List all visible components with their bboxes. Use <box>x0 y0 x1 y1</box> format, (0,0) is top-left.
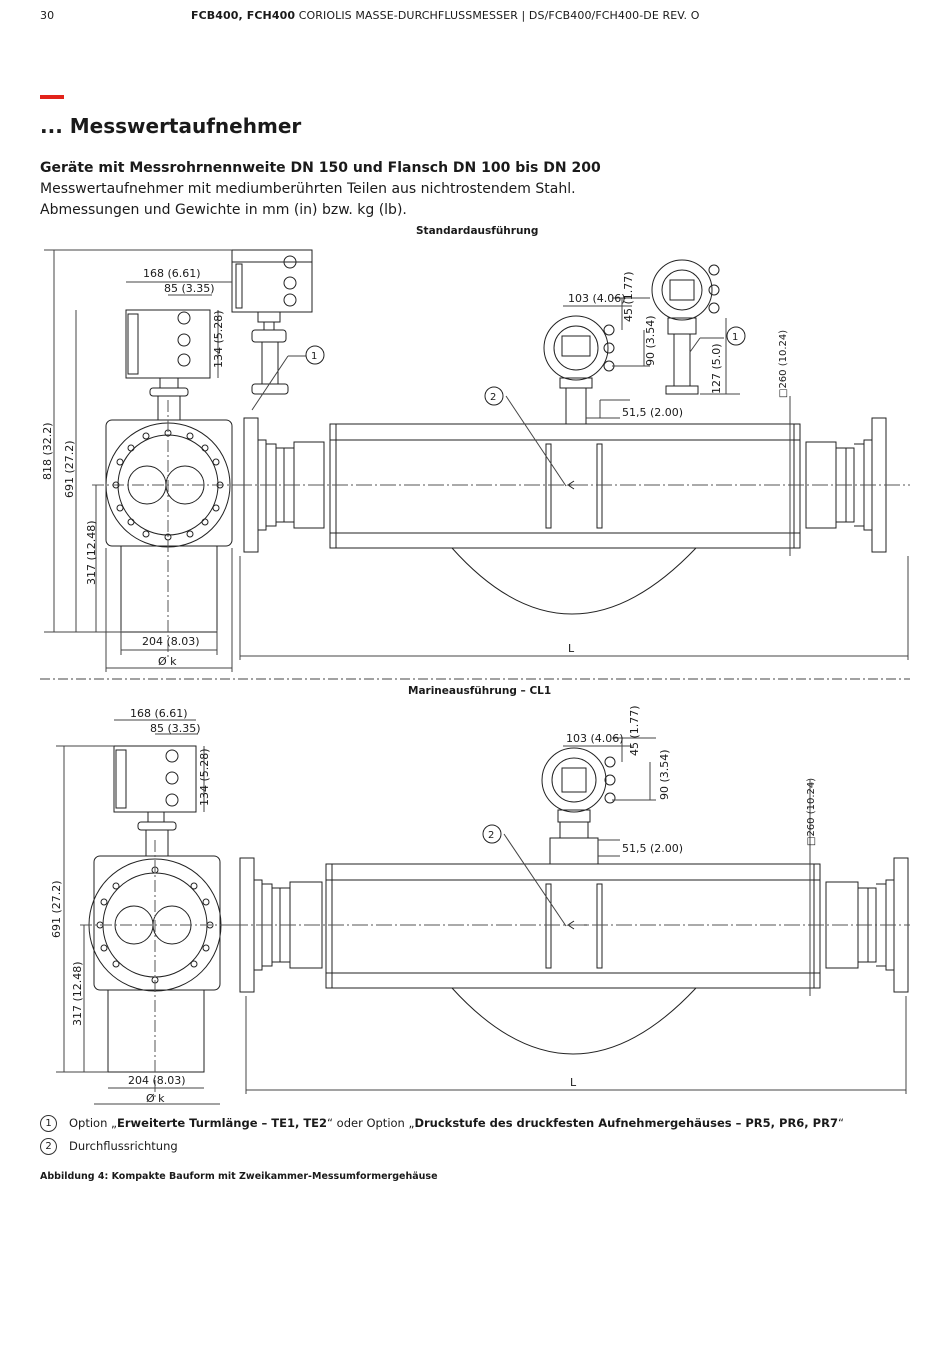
side-compact-housing <box>125 309 211 421</box>
dim-L: L <box>568 642 575 655</box>
callout-1: 1 <box>732 332 738 343</box>
dim-260: □260 (10.24) <box>778 330 789 398</box>
dim-818: 818 (32.2) <box>41 422 54 480</box>
legend-item: 1 Option „Erweiterte Turmlänge – TE1, TE2… <box>40 1115 844 1132</box>
figure-caption: Abbildung 4: Kompakte Bauform mit Zweika… <box>40 1171 438 1182</box>
marine-side-housing <box>113 745 197 857</box>
legend-number: 1 <box>40 1115 57 1132</box>
dim-90: 90 (3.54) <box>658 749 671 800</box>
dim-85: 85 (3.35) <box>150 722 201 735</box>
marine-side-centerlines <box>80 840 232 1100</box>
dim-317: 317 (12.48) <box>71 961 84 1026</box>
dim-260: □260 (10.24) <box>806 778 817 846</box>
page-number: 30 <box>40 9 55 22</box>
callout-circle <box>482 824 502 844</box>
dim-45: 45 (1.77) <box>628 705 641 756</box>
front-compact-housing <box>543 315 615 389</box>
section-text-1: Messwertaufnehmer mit mediumberührten Te… <box>40 181 576 197</box>
dim-691: 691 (27.2) <box>50 880 63 938</box>
drawing-standard: 168 (6.61) 85 (3.35) 134 (5.28) 818 (32.… <box>41 249 910 672</box>
marine-front-dimension-lines <box>245 737 907 1094</box>
side-dimension-lines <box>44 249 306 672</box>
figure-separator <box>40 678 910 680</box>
dim-691: 691 (27.2) <box>63 440 76 498</box>
dim-85: 85 (3.35) <box>164 282 215 295</box>
marine-side-dimension-lines <box>56 719 220 1105</box>
drawing-marine: 168 (6.61) 85 (3.35) 134 (5.28) 691 (27.… <box>50 705 910 1105</box>
legend-text-pre: Option „ <box>69 1116 117 1130</box>
header-rest: CORIOLIS MASSE-DURCHFLUSSMESSER | DS/FCB… <box>295 9 700 22</box>
legend-text-bold-2: Druckstufe des druckfesten Aufnehmergehä… <box>414 1116 838 1130</box>
legend-text-mid: “ oder Option „ <box>327 1116 415 1130</box>
figure-caption-marine: Marineausführung – CL1 <box>408 685 552 697</box>
dim-127: 127 (5.0) <box>710 343 723 394</box>
callout-1: 1 <box>311 351 317 362</box>
section-subtitle: Geräte mit Messrohrnennweite DN 150 und … <box>40 160 601 176</box>
dim-168: 168 (6.61) <box>130 707 188 720</box>
dim-204: 204 (8.03) <box>142 635 200 648</box>
dim-90: 90 (3.54) <box>644 315 657 366</box>
legend-item: 2 Durchflussrichtung <box>40 1138 178 1155</box>
section-text-2: Abmessungen und Gewichte in mm (in) bzw.… <box>40 202 407 218</box>
dim-45: 45 (1.77) <box>622 271 635 322</box>
dim-51: 51,5 (2.00) <box>622 842 683 855</box>
side-flange <box>105 419 233 633</box>
callout-2: 2 <box>488 830 494 841</box>
dim-k: Ø k <box>158 655 177 668</box>
dim-103: 103 (4.06) <box>568 292 626 305</box>
side-tower-housing <box>231 249 313 395</box>
front-tower-housing <box>651 259 720 395</box>
running-header: FCB400, FCH400 CORIOLIS MASSE-DURCHFLUSS… <box>191 9 699 22</box>
callout-circle <box>305 345 325 365</box>
dim-k: Ø k <box>146 1092 165 1105</box>
dim-134: 134 (5.28) <box>198 748 211 806</box>
legend-number: 2 <box>40 1138 57 1155</box>
callout-circle <box>726 326 746 346</box>
dim-103: 103 (4.06) <box>566 732 624 745</box>
dim-134: 134 (5.28) <box>212 310 225 368</box>
dim-168: 168 (6.61) <box>143 267 201 280</box>
legend-text-post: “ <box>837 1116 844 1130</box>
dim-317: 317 (12.48) <box>85 520 98 585</box>
dim-204: 204 (8.03) <box>128 1074 186 1087</box>
callout-circle <box>484 386 504 406</box>
section-title: ... Messwertaufnehmer <box>40 114 302 138</box>
callout-2: 2 <box>490 392 496 403</box>
marine-front-body <box>239 821 909 1055</box>
accent-bar <box>40 95 64 99</box>
marine-front-housing <box>541 747 616 823</box>
legend-text: Durchflussrichtung <box>69 1139 178 1153</box>
side-centerlines <box>92 400 244 660</box>
header-product: FCB400, FCH400 <box>191 9 296 22</box>
legend-text-bold-1: Erweiterte Turmlänge – TE1, TE2 <box>117 1116 328 1130</box>
front-dimension-lines <box>239 297 909 660</box>
figure-caption-standard: Standardausführung <box>416 225 539 237</box>
dim-L: L <box>570 1076 577 1089</box>
dim-51: 51,5 (2.00) <box>622 406 683 419</box>
